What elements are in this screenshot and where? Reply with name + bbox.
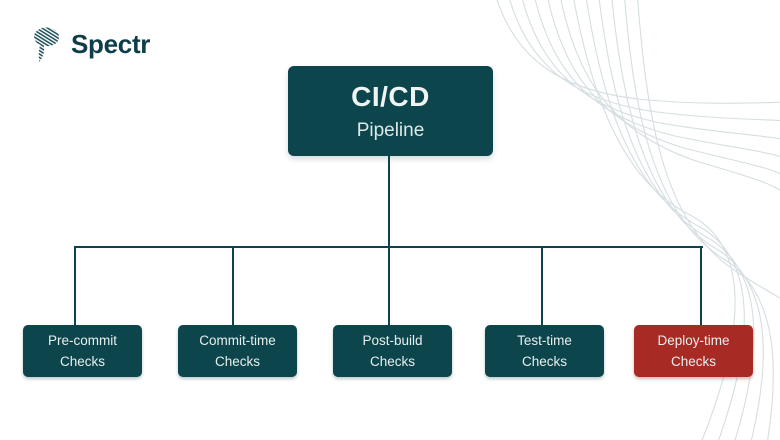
node-test-time-checks: Test-time Checks: [485, 325, 604, 377]
connector-drop-commit-time: [232, 246, 234, 326]
connector-root-vertical: [388, 155, 390, 248]
connector-drop-deploy-time: [700, 246, 702, 326]
root-node-title: CI/CD: [351, 80, 430, 112]
node-label-line2: Checks: [214, 354, 260, 369]
node-label-line1: Pre-commit: [47, 333, 117, 348]
node-label-line2: Checks: [521, 354, 567, 369]
node-label-line1: Post-build: [362, 333, 423, 348]
node-commit-time-checks: Commit-time Checks: [178, 325, 297, 377]
node-label-line1: Deploy-time: [657, 333, 730, 348]
connector-drop-post-build: [388, 246, 390, 326]
node-pre-commit-checks: Pre-commit Checks: [23, 325, 142, 377]
connector-drop-test-time: [541, 246, 543, 326]
brand-logo: Spectr: [30, 25, 150, 63]
spectr-logo-text: Spectr: [71, 28, 151, 59]
node-cicd-pipeline: CI/CD Pipeline: [288, 66, 493, 156]
node-label-line2: Checks: [59, 354, 105, 369]
node-label-line1: Commit-time: [199, 333, 276, 348]
node-label-line2: Checks: [670, 354, 716, 369]
connector-drop-pre-commit: [74, 246, 76, 326]
node-deploy-time-checks: Deploy-time Checks: [634, 325, 753, 377]
scribble-wave-icon: [34, 27, 60, 62]
root-node-subtitle: Pipeline: [356, 119, 425, 141]
node-post-build-checks: Post-build Checks: [333, 325, 452, 377]
node-label-line1: Test-time: [517, 333, 572, 348]
node-label-line2: Checks: [369, 354, 415, 369]
